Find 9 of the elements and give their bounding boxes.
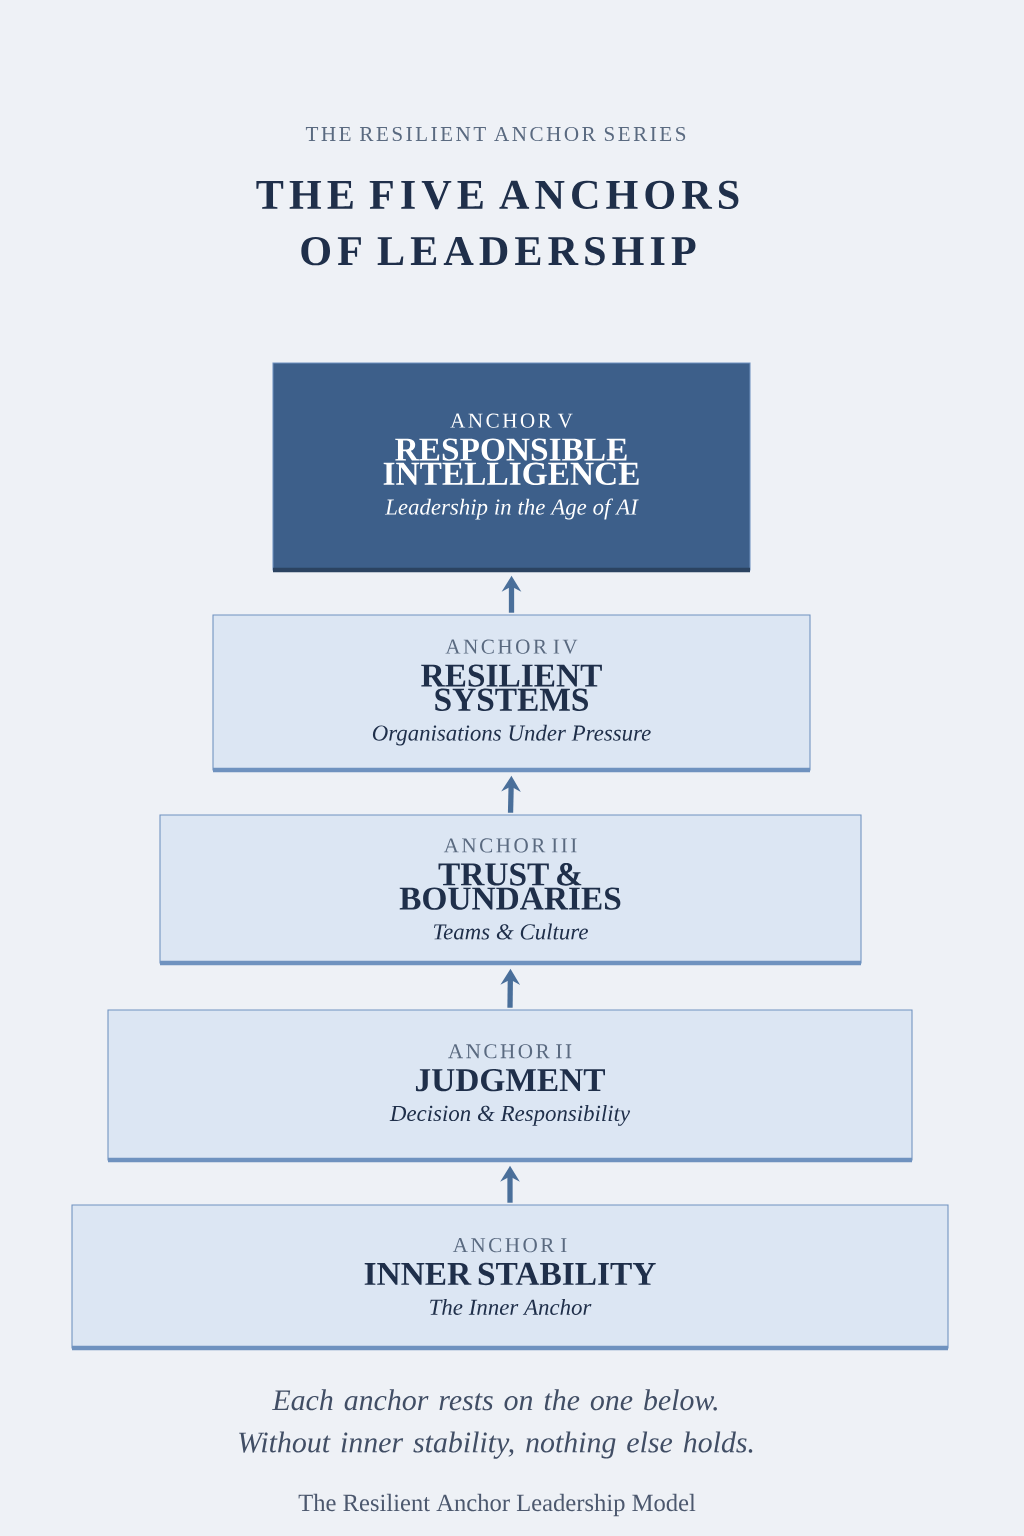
anchor-box: ANCHOR I INNER STABILITY The Inner Anchor: [71, 1204, 949, 1351]
anchor-box: ANCHOR III TRUST & BOUNDARIES Teams & Culture: [159, 814, 862, 966]
footer-text: The Resilient Anchor Leadership Model: [298, 1493, 696, 1517]
series-label: THE RESILIENT ANCHOR SERIES: [305, 126, 686, 142]
anchor-box: ANCHOR II JUDGMENT Decision & Responsibility: [107, 1009, 913, 1163]
anchor-box: ANCHOR IV RESILIENT SYSTEMS Organisations Under Pressure: [212, 614, 811, 773]
anchor-box: ANCHOR V RESPONSIBLE INTELLIGENCE Leadership in the Age of AI: [272, 362, 751, 573]
title: THE FIVE ANCHORS OF LEADERSHIP: [256, 180, 739, 266]
caption: Each anchor rests on the one below. Without inner stability, nothing else holds.: [239, 1389, 753, 1459]
